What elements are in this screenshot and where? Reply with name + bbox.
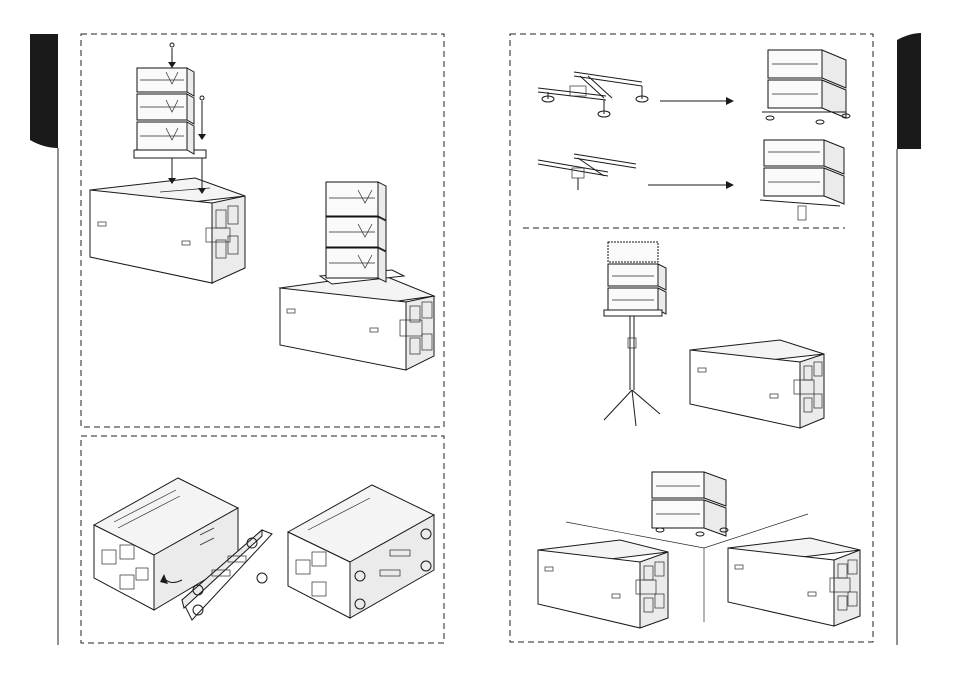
subwoofer-box-1 (90, 178, 245, 283)
modules-on-frame-2 (760, 140, 844, 220)
floor-module-stack (652, 472, 728, 536)
right-page-tab (897, 33, 921, 645)
base-frame-2 (538, 154, 636, 190)
subwoofer-box-5 (690, 340, 824, 428)
subwoofer-box-6 (538, 540, 668, 628)
arrow-right-2 (648, 181, 734, 189)
subwoofer-box-7 (728, 538, 860, 626)
arrow-right-1 (660, 97, 734, 105)
modules-on-frame-1 (762, 50, 850, 124)
arrow-down-pin-2 (198, 96, 206, 140)
base-frame-1 (538, 72, 648, 117)
line-array-stack-2 (320, 182, 404, 284)
subwoofer-box-2 (280, 274, 434, 370)
subwoofer-box-4 (288, 485, 434, 618)
tripod-stand (604, 242, 666, 426)
line-array-stack-1 (134, 68, 206, 158)
left-page-tab (30, 34, 58, 645)
arrow-down-pin-1 (168, 43, 176, 68)
